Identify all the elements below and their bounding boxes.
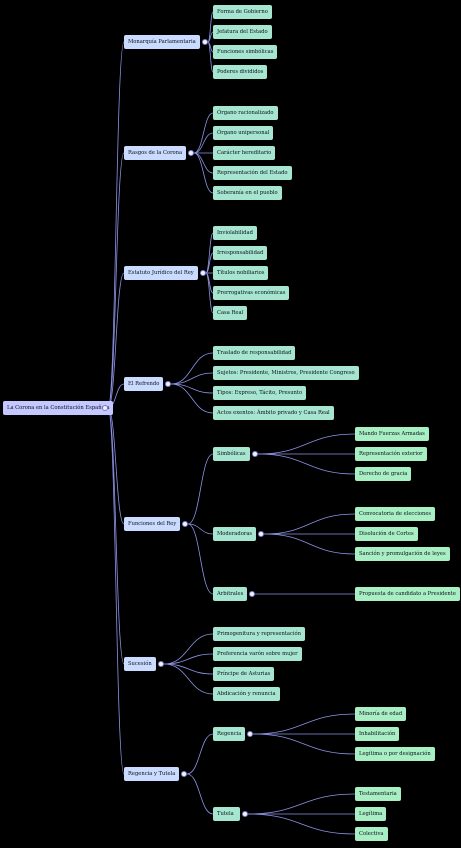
link-root-sucesion [107,407,125,665]
node-disolucion-de-cortes[interactable]: Disolución de Cortes [355,527,418,541]
node-representacion-del-estado[interactable]: Representación del Estado [213,166,292,180]
link-sucesion-preferencia-varon-sobre-mujer [163,653,214,665]
node-abdicacion-y-renuncia[interactable]: Abdicación y renuncia [213,687,280,701]
link-funciones-del-rey-arbitrales [187,523,214,595]
node-arbitrales-collapse-toggle[interactable] [249,591,255,597]
node-sancion-y-promulgacion-de-leyes[interactable]: Sanción y promulgación de leyes [355,547,450,561]
link-rasgos-de-la-corona-representacion-del-estado [193,152,214,174]
link-funciones-del-rey-simbolicas [187,453,214,525]
link-el-refrendo-traslado-de-responsabilidad [170,352,214,385]
node-regencia-collapse-toggle[interactable] [247,731,253,737]
node-sujetos-presidente-ministros-presidente-congreso[interactable]: Sujetos: Presidente, Ministros, Presiden… [213,366,359,380]
link-el-refrendo-actos-exentos-ambito-privado-y-casa-real [170,383,214,414]
link-funciones-del-rey-moderadoras [187,523,214,535]
link-simbolicas-derecho-de-gracia [257,453,356,475]
node-monarquia-parlamentaria[interactable]: Monarquía Parlamentaria [124,35,200,49]
node-regencia[interactable]: Regencia [213,727,246,741]
node-legitima[interactable]: Legítima [355,807,387,821]
node-moderadoras[interactable]: Moderadoras [213,527,257,541]
node-organo-unipersonal[interactable]: Órgano unipersonal [213,126,274,140]
link-root-rasgos-de-la-corona [107,152,125,409]
link-el-refrendo-sujetos-presidente-ministros-presidente-congreso [170,372,214,385]
node-propuesta-de-candidato-a-presidente[interactable]: Propuesta de candidato a Presidente [355,587,460,601]
node-el-refrendo[interactable]: El Refrendo [124,377,164,391]
node-el-refrendo-collapse-toggle[interactable] [165,381,171,387]
node-arbitrales[interactable]: Arbitrales [213,587,248,601]
node-funciones-simbolicas[interactable]: Funciones simbólicas [213,45,278,59]
node-estatuto-juridico-del-rey[interactable]: Estatuto Jurídico del Rey [124,266,198,280]
node-actos-exentos-ambito-privado-y-casa-real[interactable]: Actos exentos: Ámbito privado y Casa Rea… [213,406,334,420]
node-principe-de-asturias[interactable]: Príncipe de Asturias [213,667,275,681]
node-convocatoria-de-elecciones[interactable]: Convocatoria de elecciones [355,507,436,521]
node-legitima-o-por-designacion[interactable]: Legítima o por designación [355,747,435,761]
node-derecho-de-gracia[interactable]: Derecho de gracia [355,467,412,481]
node-preferencia-varon-sobre-mujer[interactable]: Preferencia varón sobre mujer [213,647,302,661]
node-caracter-hereditario[interactable]: Carácter hereditario [213,146,276,160]
node-tutela[interactable]: Tutela [213,807,240,821]
link-moderadoras-convocatoria-de-elecciones [263,513,356,535]
link-moderadoras-sancion-y-promulgacion-de-leyes [263,533,356,555]
node-tipos-expreso-tacito-presunto[interactable]: Tipos: Expreso, Tácito, Presunto [213,386,307,400]
node-prerrogativas-economicas[interactable]: Prerrogativas económicas [213,286,290,300]
link-rasgos-de-la-corona-soberania-en-el-pueblo [193,152,214,194]
node-testamentaria[interactable]: Testamentaria [355,787,401,801]
node-mando-fuerzas-armadas[interactable]: Mando Fuerzas Armadas [355,427,429,441]
node-poderes-divididos[interactable]: Poderes divididos [213,65,268,79]
link-tutela-testamentaria [247,793,356,815]
link-regencia-minoria-de-edad [252,713,356,735]
node-simbolicas[interactable]: Simbólicas [213,447,250,461]
link-rasgos-de-la-corona-organo-racionalizado [193,112,214,154]
link-root-regencia-y-tutela [107,407,125,775]
node-tutela-collapse-toggle[interactable] [242,811,248,817]
node-minoria-de-edad[interactable]: Minoría de edad [355,707,407,721]
link-rasgos-de-la-corona-organo-unipersonal [193,132,214,154]
node-regencia-y-tutela[interactable]: Regencia y Tutela [124,767,180,781]
node-inhabilitacion[interactable]: Inhabilitación [355,727,400,741]
node-primogenitura-y-representacion[interactable]: Primogenitura y representación [213,627,305,641]
node-titulos-nobiliarios[interactable]: Títulos nobiliarios [213,266,269,280]
link-estatuto-juridico-del-rey-casa-real [205,272,214,314]
node-organo-racionalizado[interactable]: Órgano racionalizado [213,106,278,120]
node-la-corona-en-la-constitucion-espanola[interactable]: La Corona en la Constitución Española [3,401,114,415]
node-colectiva[interactable]: Colectiva [355,827,388,841]
link-root-monarquia-parlamentaria [107,41,125,409]
node-la-corona-en-la-constitucion-espanola-collapse-toggle[interactable] [102,405,108,411]
node-inviolabilidad[interactable]: Inviolabilidad [213,226,257,240]
link-tutela-colectiva [247,813,356,835]
link-simbolicas-mando-fuerzas-armadas [257,433,356,455]
link-sucesion-abdicacion-y-renuncia [163,663,214,695]
node-rasgos-de-la-corona[interactable]: Rasgos de la Corona [124,146,187,160]
link-root-estatuto-juridico-del-rey [107,272,125,409]
node-funciones-del-rey-collapse-toggle[interactable] [182,521,188,527]
link-estatuto-juridico-del-rey-irresponsabilidad [205,252,214,274]
link-monarquia-parlamentaria-poderes-divididos [207,41,214,73]
node-moderadoras-collapse-toggle[interactable] [258,531,264,537]
node-representacion-exterior[interactable]: Representación exterior [355,447,427,461]
link-monarquia-parlamentaria-jefatura-del-estado [207,31,214,43]
link-sucesion-principe-de-asturias [163,663,214,675]
node-irresponsabilidad[interactable]: Irresponsabilidad [213,246,268,260]
node-rasgos-de-la-corona-collapse-toggle[interactable] [188,150,194,156]
node-simbolicas-collapse-toggle[interactable] [252,451,258,457]
link-regencia-legitima-o-por-designacion [252,733,356,755]
node-traslado-de-responsabilidad[interactable]: Traslado de responsabilidad [213,346,296,360]
link-estatuto-juridico-del-rey-inviolabilidad [205,232,214,274]
node-regencia-y-tutela-collapse-toggle[interactable] [181,771,187,777]
node-jefatura-del-estado[interactable]: Jefatura del Estado [213,25,272,39]
link-sucesion-primogenitura-y-representacion [163,633,214,665]
node-forma-de-gobierno[interactable]: Forma de Gobierno [213,5,272,19]
node-funciones-del-rey[interactable]: Funciones del Rey [124,517,181,531]
node-monarquia-parlamentaria-collapse-toggle[interactable] [202,39,208,45]
link-regencia-y-tutela-regencia [186,733,214,775]
node-casa-real[interactable]: Casa Real [213,306,248,320]
link-regencia-y-tutela-tutela [186,773,214,815]
node-sucesion[interactable]: Sucesión [124,657,156,671]
node-estatuto-juridico-del-rey-collapse-toggle[interactable] [200,270,206,276]
node-soberania-en-el-pueblo[interactable]: Soberanía en el pueblo [213,186,282,200]
node-sucesion-collapse-toggle[interactable] [158,661,164,667]
link-monarquia-parlamentaria-forma-de-gobierno [207,11,214,43]
